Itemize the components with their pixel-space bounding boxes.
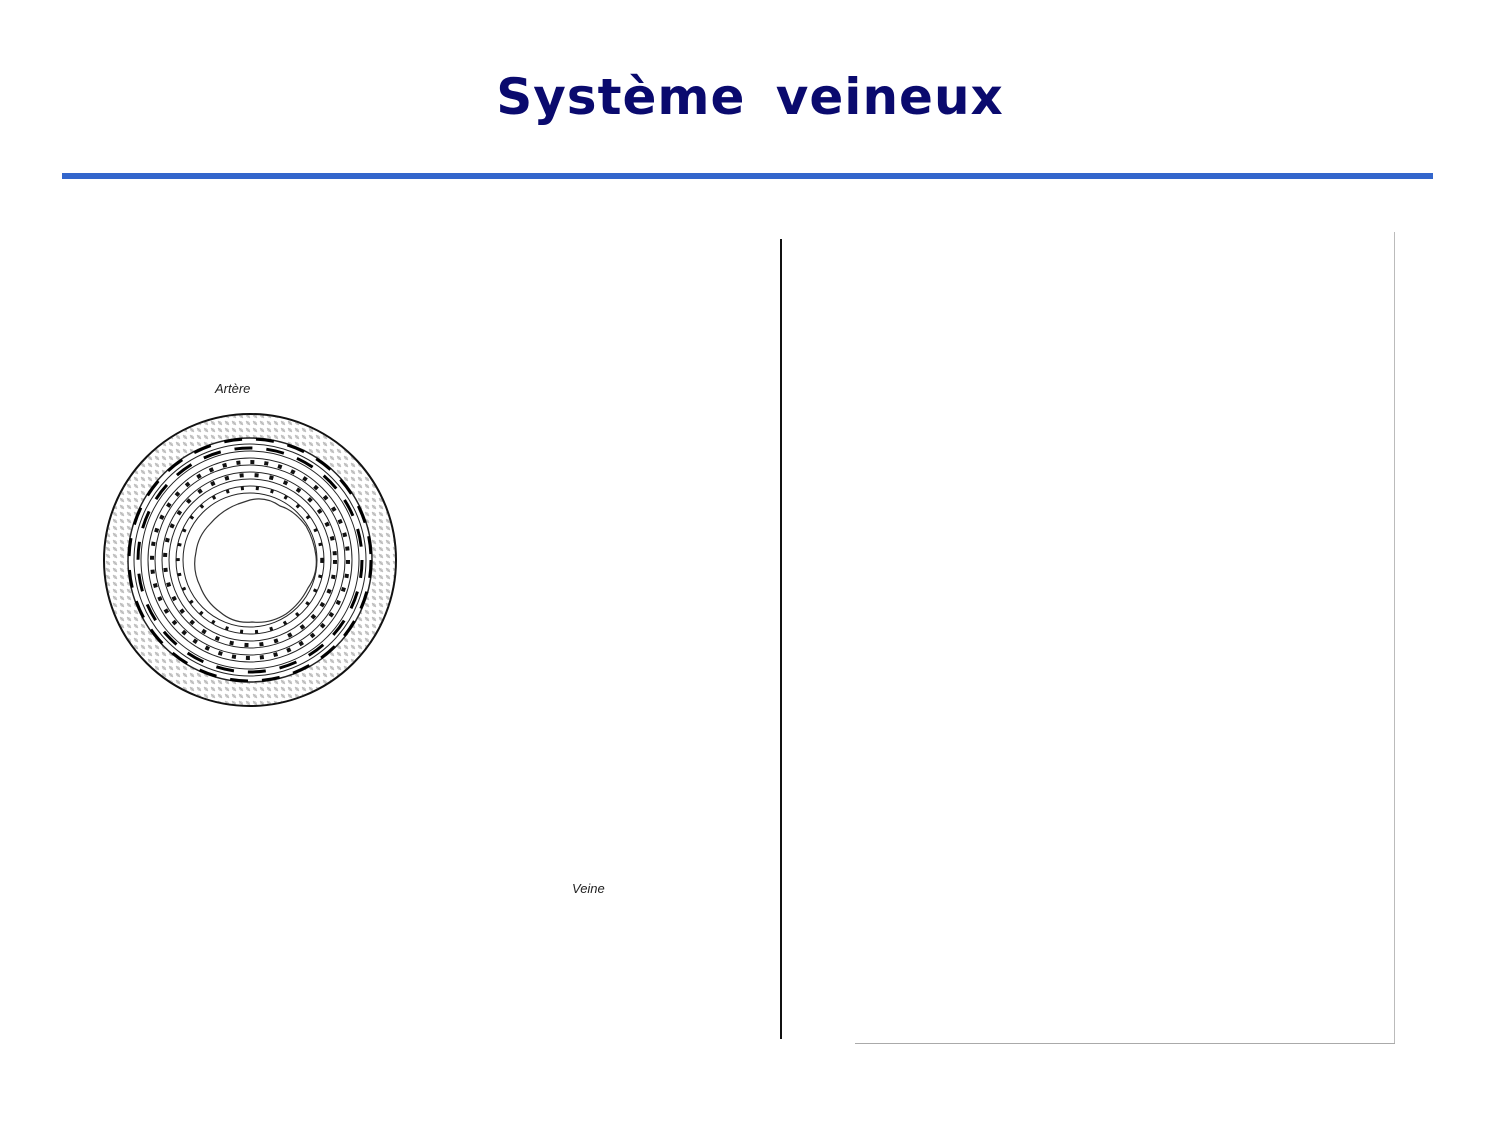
vein-label: Veine [572,881,605,896]
figure-frame-right [1394,232,1395,1044]
artery-label: Artère [215,381,251,396]
title-underline [62,173,1433,179]
figure-divider [780,239,782,1039]
artery-cross-section [103,413,397,707]
figure-frame-bottom [855,1043,1395,1044]
slide-title: Système veineux [496,68,1004,126]
